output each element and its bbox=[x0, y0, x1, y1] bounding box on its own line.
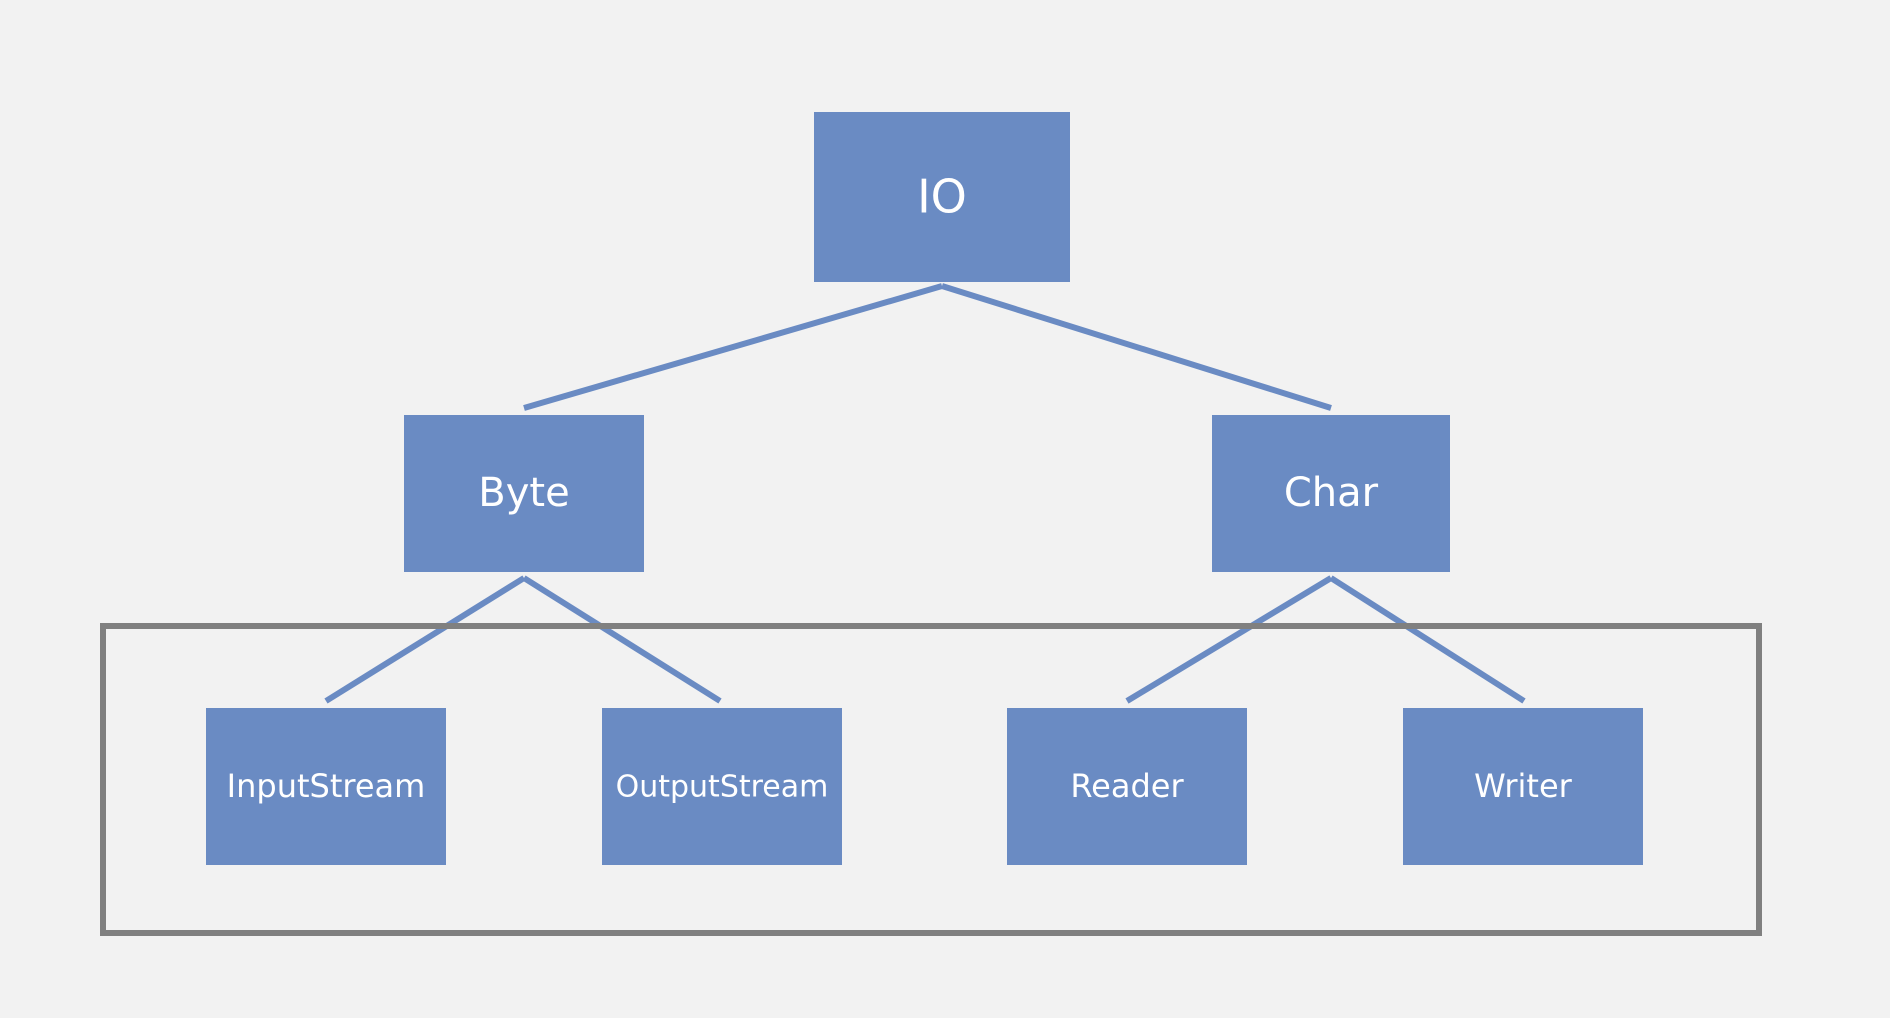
node-inputstream: InputStream bbox=[206, 708, 446, 865]
node-inputstream-label: InputStream bbox=[227, 767, 426, 805]
connector-byte-inputstream bbox=[324, 575, 526, 704]
node-byte: Byte bbox=[404, 415, 644, 572]
node-io-box bbox=[814, 112, 1070, 282]
node-reader-box bbox=[1007, 708, 1247, 865]
node-writer-box bbox=[1403, 708, 1643, 865]
node-io: IO bbox=[814, 112, 1070, 282]
connectors bbox=[324, 283, 1526, 704]
connector-char-reader bbox=[1125, 575, 1333, 704]
node-outputstream-label: OutputStream bbox=[616, 770, 829, 805]
node-char-label: Char bbox=[1284, 470, 1379, 516]
leaf-group-frame bbox=[100, 623, 1762, 936]
connector-char-writer bbox=[1329, 575, 1526, 704]
connector-io-byte bbox=[523, 283, 943, 411]
node-byte-label: Byte bbox=[478, 470, 569, 516]
node-outputstream-box bbox=[602, 708, 842, 865]
node-io-label: IO bbox=[917, 170, 967, 224]
node-char: Char bbox=[1212, 415, 1450, 572]
connector-byte-outputstream bbox=[522, 575, 722, 704]
node-reader-label: Reader bbox=[1070, 767, 1184, 805]
node-byte-box bbox=[404, 415, 644, 572]
node-reader: Reader bbox=[1007, 708, 1247, 865]
node-inputstream-box bbox=[206, 708, 446, 865]
node-outputstream: OutputStream bbox=[602, 708, 842, 865]
node-writer: Writer bbox=[1403, 708, 1643, 865]
node-char-box bbox=[1212, 415, 1450, 572]
node-writer-label: Writer bbox=[1474, 767, 1572, 805]
connector-io-char bbox=[941, 283, 1332, 411]
